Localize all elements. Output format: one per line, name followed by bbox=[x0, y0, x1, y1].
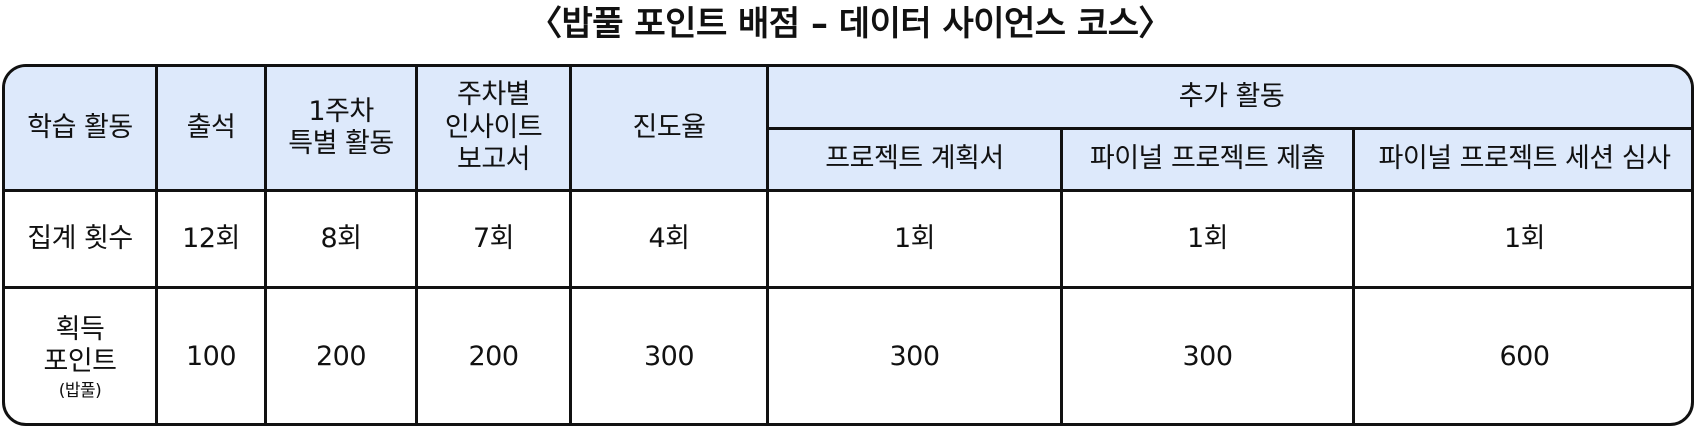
header-attendance: 출석 bbox=[155, 67, 267, 192]
count-cell: 1회 bbox=[766, 189, 1063, 289]
header-extra-final-submit: 파이널 프로젝트 제출 bbox=[1060, 127, 1355, 192]
header-extra: 추가 활동 bbox=[765, 67, 1691, 130]
points-label-sub: (밥풀) bbox=[58, 380, 102, 401]
header-progress: 진도율 bbox=[569, 67, 769, 192]
points-cell: 300 bbox=[1060, 286, 1355, 423]
header-weekly-report: 주차별 인사이트 보고서 bbox=[415, 67, 572, 192]
points-cell: 600 bbox=[1351, 286, 1691, 423]
header-weekly-report-line3: 보고서 bbox=[456, 144, 531, 176]
points-label-line1: 획득 bbox=[55, 313, 105, 345]
header-row-2: 프로젝트 계획서 파이널 프로젝트 제출 파이널 프로젝트 세션 심사 bbox=[5, 127, 1691, 192]
points-cell: 200 bbox=[415, 286, 572, 423]
points-table: 학습 활동 출석 1주차 특별 활동 주차별 인사이트 보고서 진도율 추가 활… bbox=[5, 67, 1691, 423]
count-cell: 4회 bbox=[569, 189, 769, 289]
count-cell: 7회 bbox=[415, 189, 572, 289]
page-title: 〈밥풀 포인트 배점 – 데이터 사이언스 코스〉 bbox=[527, 4, 1173, 44]
count-row: 집계 횟수 12회 8회 7회 4회 1회 1회 1회 bbox=[5, 189, 1691, 289]
points-cell: 300 bbox=[569, 286, 769, 423]
points-table-frame: 학습 활동 출석 1주차 특별 활동 주차별 인사이트 보고서 진도율 추가 활… bbox=[2, 64, 1694, 426]
header-weekly-special: 1주차 특별 활동 bbox=[264, 67, 418, 192]
count-cell: 1회 bbox=[1060, 189, 1355, 289]
header-weekly-special-line1: 1주차 bbox=[308, 95, 374, 127]
points-row: 획득 포인트 (밥풀) 100 200 200 300 300 300 600 bbox=[5, 286, 1691, 423]
header-weekly-report-line2: 인사이트 bbox=[444, 111, 543, 143]
points-cell: 200 bbox=[264, 286, 418, 423]
header-weekly-report-line1: 주차별 bbox=[456, 79, 531, 111]
points-row-label: 획득 포인트 (밥풀) bbox=[5, 286, 158, 423]
header-activity: 학습 활동 bbox=[5, 67, 158, 192]
points-cell: 300 bbox=[766, 286, 1063, 423]
count-cell: 12회 bbox=[155, 189, 267, 289]
points-cell: 100 bbox=[155, 286, 267, 423]
header-extra-plan: 프로젝트 계획서 bbox=[766, 127, 1063, 192]
count-row-label: 집계 횟수 bbox=[5, 189, 158, 289]
count-cell: 8회 bbox=[264, 189, 418, 289]
points-label-line2: 포인트 bbox=[43, 346, 117, 378]
header-extra-final-review: 파이널 프로젝트 세션 심사 bbox=[1351, 127, 1691, 192]
count-cell: 1회 bbox=[1351, 189, 1691, 289]
header-row-1: 학습 활동 출석 1주차 특별 활동 주차별 인사이트 보고서 진도율 추가 활… bbox=[5, 67, 1691, 192]
header-weekly-special-line2: 특별 활동 bbox=[288, 128, 394, 159]
